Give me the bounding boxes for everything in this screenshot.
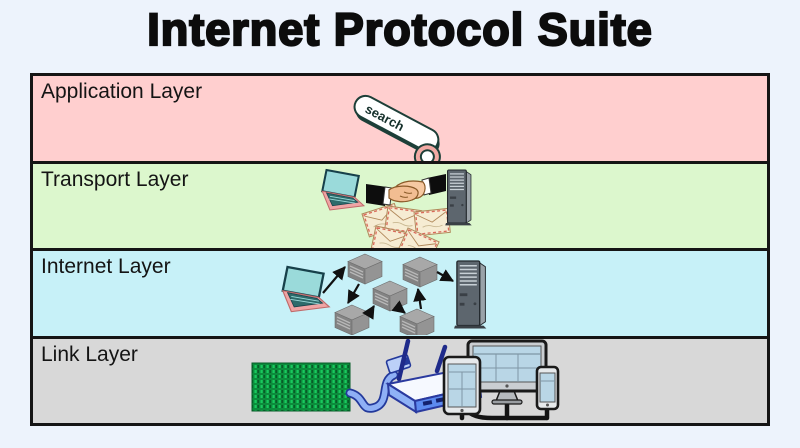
layer-label-internet: Internet Layer: [41, 255, 171, 278]
link-illustration: [251, 338, 560, 420]
packet-node-icon: [402, 256, 438, 288]
binary-data-icon: [251, 362, 351, 411]
server-icon: [444, 168, 473, 226]
layer-row-transport: Transport Layer: [33, 163, 767, 251]
tablet-icon: [442, 355, 482, 415]
devices-icon: [442, 339, 560, 415]
monitor-icon: [466, 339, 548, 405]
layer-label-link: Link Layer: [41, 342, 138, 366]
routing-illustration: [281, 253, 488, 335]
routing-arrows: [322, 266, 454, 320]
protocol-stack-table: Application Layer search Transport Layer: [30, 73, 770, 426]
layer-label-transport: Transport Layer: [41, 167, 189, 191]
packet-node-icon: [372, 280, 408, 312]
handshake-icon: [366, 173, 446, 206]
packet-node-icon: [399, 308, 435, 335]
packet-node-icon: [347, 253, 383, 285]
server-icon: [453, 260, 488, 330]
layer-label-application: Application Layer: [41, 80, 203, 103]
layer-row-application: Application Layer search: [33, 76, 767, 164]
search-bar-icon: search: [353, 94, 441, 161]
laptop-icon: [281, 265, 331, 313]
layer-row-internet: Internet Layer: [33, 251, 767, 339]
packet-node-icon: [334, 304, 370, 335]
transport-illustration: [321, 168, 473, 249]
page-title: Internet Protocol Suite: [146, 3, 653, 56]
smartphone-icon: [535, 365, 560, 410]
laptop-icon: [321, 168, 365, 211]
letter-icon: [413, 207, 451, 237]
layer-row-link: Link Layer: [33, 338, 767, 423]
